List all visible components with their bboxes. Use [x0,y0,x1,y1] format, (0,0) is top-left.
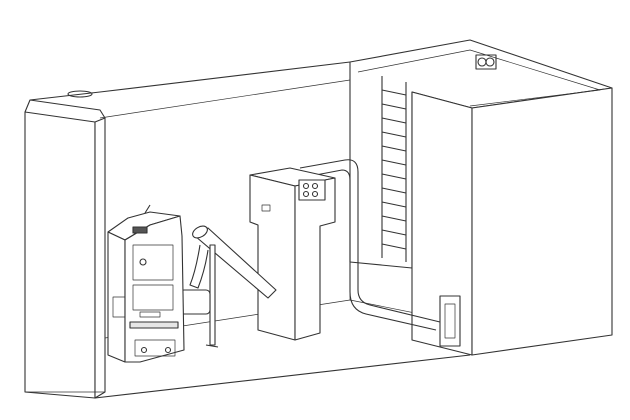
ventilation-unit [249,167,336,341]
control-panel [298,179,326,201]
room-walls [24,39,613,399]
back-wall-top [29,61,351,101]
wall-outlet-icon [475,54,497,70]
right-tower-front [471,87,613,356]
wall-vent [439,295,461,347]
boiler [107,204,185,363]
pellet-feeder [179,225,277,348]
left-wall-side [94,117,106,399]
flue-pipe [299,159,461,347]
left-wall-front [24,111,96,399]
ladder [381,76,407,262]
